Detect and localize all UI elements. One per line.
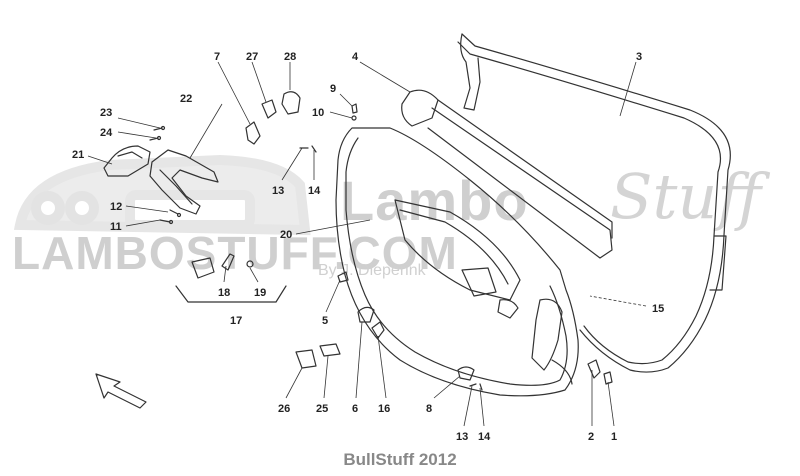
part-18 [221, 253, 235, 271]
callout-13-upper: 13 [272, 185, 284, 197]
door-panel [335, 127, 579, 397]
leader-lines [87, 61, 647, 427]
part-16 [371, 321, 385, 339]
part-26 [295, 349, 317, 369]
part-10 [351, 115, 357, 121]
callout-2: 2 [588, 431, 594, 443]
hinge-bracket [149, 149, 219, 215]
callout-11: 11 [110, 221, 122, 233]
group-17-bracket [175, 285, 287, 303]
callout-3: 3 [636, 51, 642, 63]
direction-arrow [95, 373, 147, 409]
callout-18: 18 [218, 287, 230, 299]
part-27 [261, 99, 277, 119]
clip-7 [245, 121, 261, 145]
callout-10: 10 [312, 107, 324, 119]
part-1 [603, 371, 613, 385]
callout-20: 20 [280, 229, 292, 241]
callout-8: 8 [426, 403, 432, 415]
callout-15: 15 [652, 303, 664, 315]
watermark-main: LAMBOSTUFF.COM [12, 227, 458, 279]
callout-24: 24 [100, 127, 113, 139]
part-2 [587, 359, 601, 379]
part-19 [246, 260, 254, 268]
callout-12: 12 [110, 201, 122, 213]
callout-23: 23 [100, 107, 112, 119]
callout-28: 28 [284, 51, 296, 63]
part-9 [351, 103, 358, 114]
callout-16: 16 [378, 403, 390, 415]
part-6 [357, 306, 375, 323]
callout-13-lower: 13 [456, 431, 468, 443]
callouts: 3 4 7 27 28 9 10 22 23 24 21 12 11 13 14… [72, 51, 664, 443]
part-25 [319, 343, 341, 357]
callout-5: 5 [322, 315, 328, 327]
part-14-lower [479, 383, 483, 391]
hinge-cover [103, 145, 151, 177]
callout-22: 22 [180, 93, 192, 105]
part-5 [337, 271, 349, 283]
footer-credit: BullStuff 2012 [343, 450, 457, 469]
part-13-lower [469, 383, 477, 387]
part-28 [281, 91, 301, 115]
callout-1: 1 [611, 431, 617, 443]
part-14-upper [311, 145, 317, 153]
watermark-script: Stuff [610, 160, 762, 233]
door-seal [457, 33, 731, 373]
callout-19: 19 [254, 287, 266, 299]
callout-26: 26 [278, 403, 290, 415]
callout-14-upper: 14 [308, 185, 321, 197]
bolts [149, 125, 182, 225]
callout-9: 9 [330, 83, 336, 95]
callout-4: 4 [352, 51, 359, 63]
callout-25: 25 [316, 403, 328, 415]
callout-21: 21 [72, 149, 84, 161]
callout-17: 17 [230, 315, 242, 327]
part-17-switch [191, 257, 215, 279]
window-channel [401, 89, 613, 259]
callout-14-lower: 14 [478, 431, 491, 443]
callout-27: 27 [246, 51, 258, 63]
part-8 [457, 366, 475, 381]
callout-6: 6 [352, 403, 358, 415]
callout-7: 7 [214, 51, 220, 63]
